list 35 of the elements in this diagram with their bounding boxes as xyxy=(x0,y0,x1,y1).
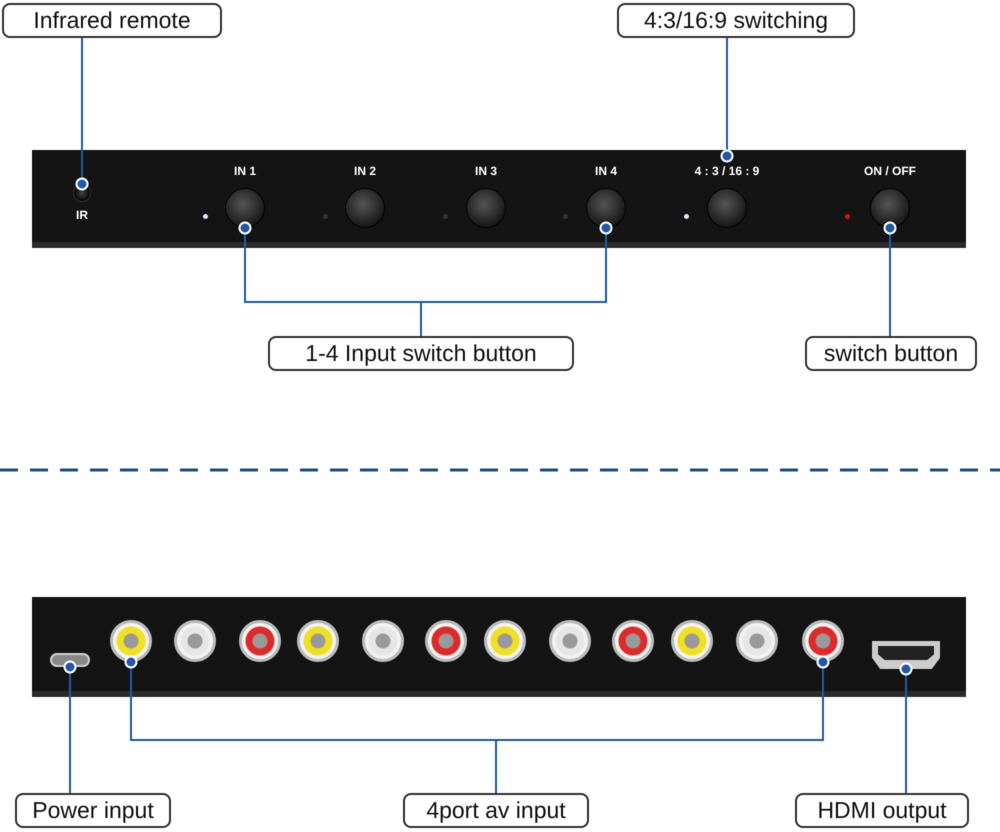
rca-jack xyxy=(174,620,216,662)
callout-label: HDMI output xyxy=(795,793,969,828)
button-label: ON / OFF xyxy=(864,164,916,178)
callout-label: Infrared remote xyxy=(2,3,222,38)
callout-label: 1-4 Input switch button xyxy=(268,336,574,371)
rca-jack xyxy=(671,620,713,662)
button-label: IN 2 xyxy=(354,164,376,178)
rca-jack xyxy=(736,620,778,662)
rca-jack xyxy=(239,620,281,662)
callout-label: 4:3/16:9 switching xyxy=(617,3,855,38)
rca-jack xyxy=(362,620,404,662)
callout-label: Power input xyxy=(15,793,171,828)
rca-jack xyxy=(612,620,654,662)
rca-jack xyxy=(110,620,152,662)
button-label: IN 4 xyxy=(594,164,617,178)
front-panel xyxy=(32,150,966,248)
leader-line xyxy=(64,660,76,793)
leader-line xyxy=(884,222,896,336)
rca-jack xyxy=(297,620,339,662)
callout-label: 4port av input xyxy=(403,793,589,828)
rca-jack xyxy=(425,620,467,662)
leader-line xyxy=(420,222,612,336)
leader-line xyxy=(720,38,734,162)
rca-jack xyxy=(802,620,844,662)
callout-label: switch button xyxy=(805,336,977,371)
leader-line xyxy=(900,662,912,793)
rear-panel xyxy=(32,597,966,697)
button-label: IN 3 xyxy=(474,164,497,178)
sensor-label: IR xyxy=(76,208,88,222)
rca-jack xyxy=(484,620,526,662)
leader-line xyxy=(76,38,88,190)
button-label: 4 : 3 / 16 : 9 xyxy=(694,164,760,178)
rca-jack xyxy=(549,620,591,662)
button-label: IN 1 xyxy=(234,164,256,178)
hdmi-port xyxy=(872,641,940,669)
